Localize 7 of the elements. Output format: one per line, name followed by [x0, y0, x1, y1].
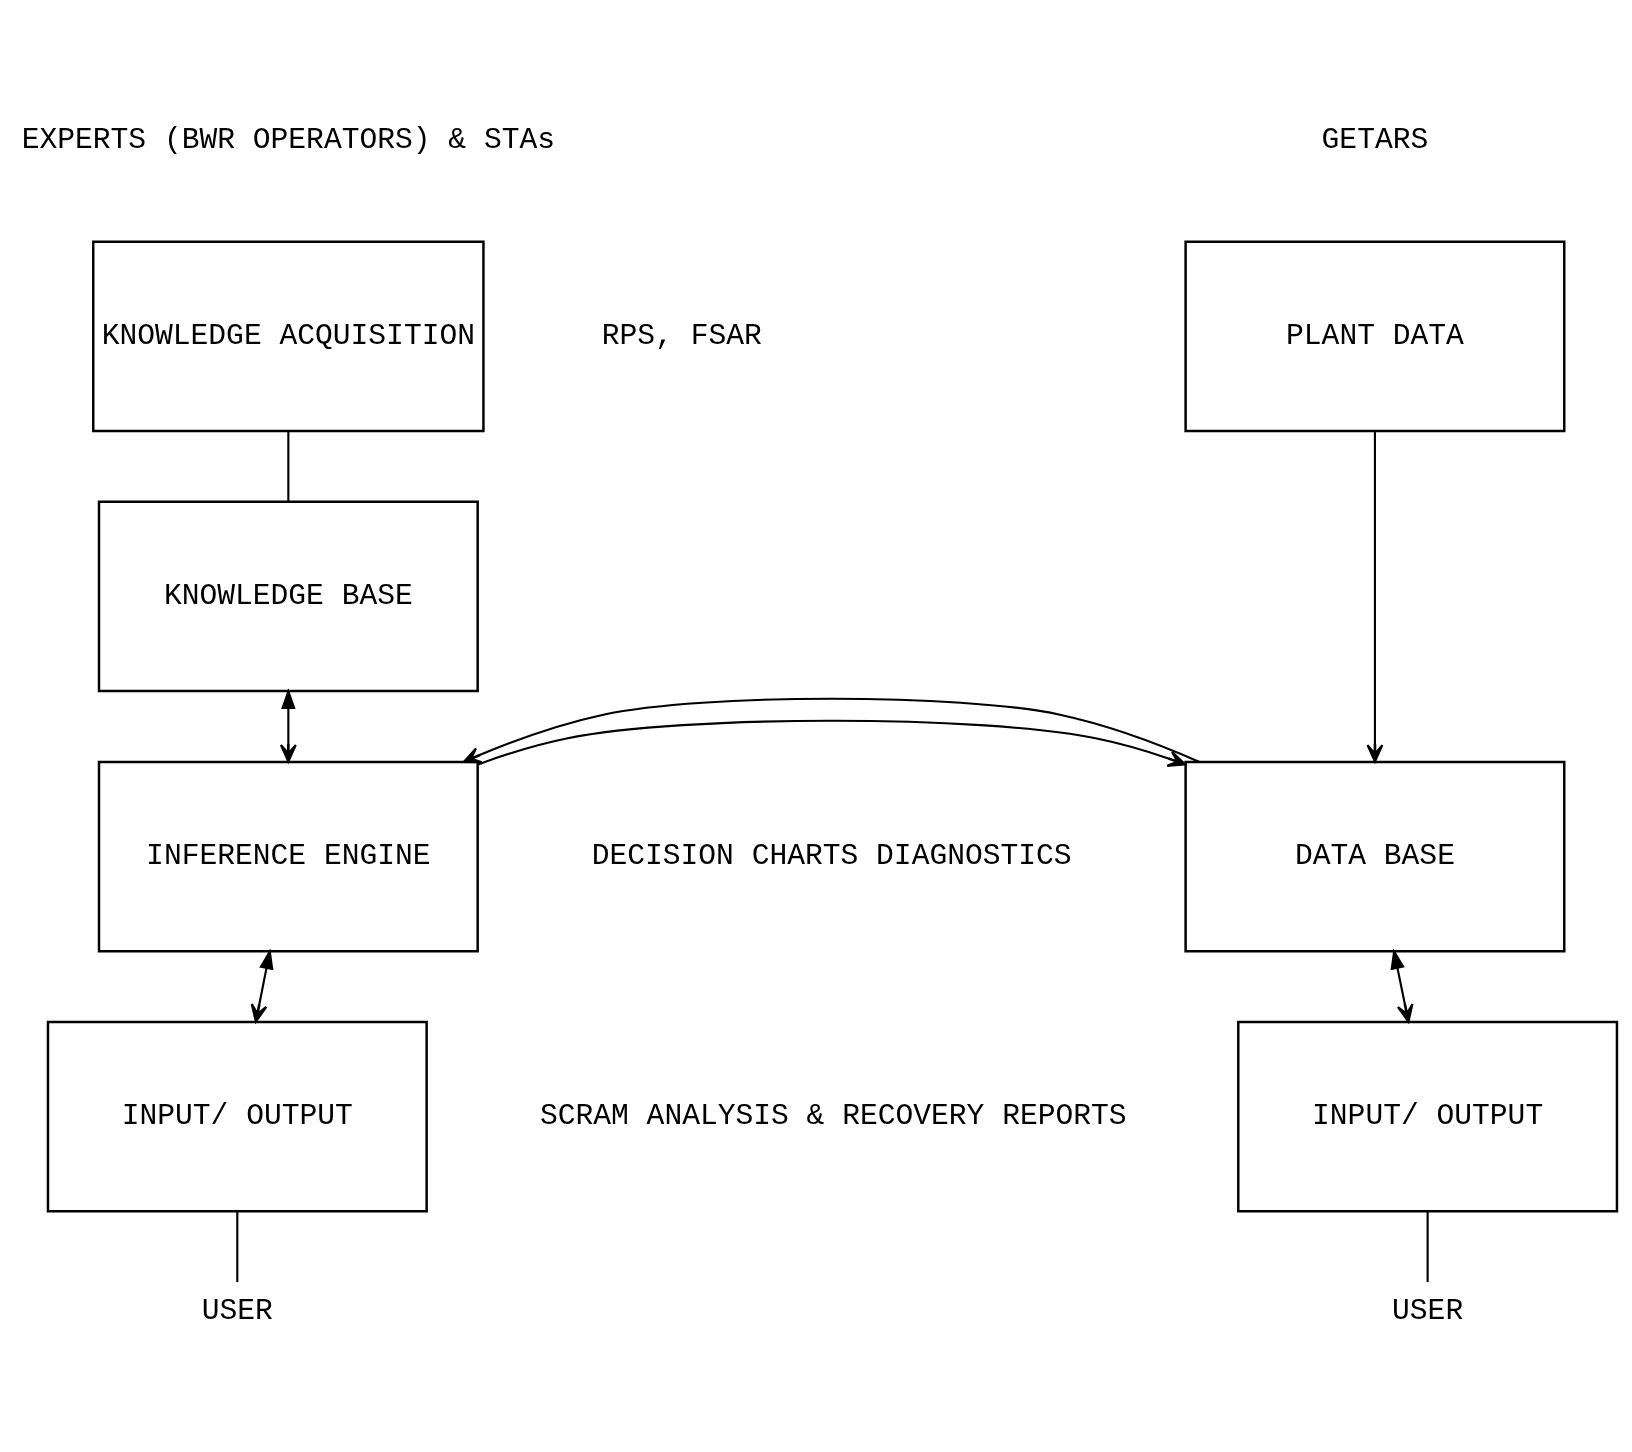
node-label: SCRAM ANALYSIS & RECOVERY REPORTS	[539, 1098, 1127, 1133]
node-text: USER	[201, 1293, 273, 1328]
node-label: RPS, FSAR	[601, 318, 762, 353]
label: EXPERTS (BWR OPERATORS) & STAs	[21, 122, 556, 157]
node-text: USER	[1392, 1293, 1464, 1328]
label: GETARS	[1321, 122, 1429, 157]
node-label: DECISION CHARTS DIAGNOSTICS	[591, 838, 1072, 873]
